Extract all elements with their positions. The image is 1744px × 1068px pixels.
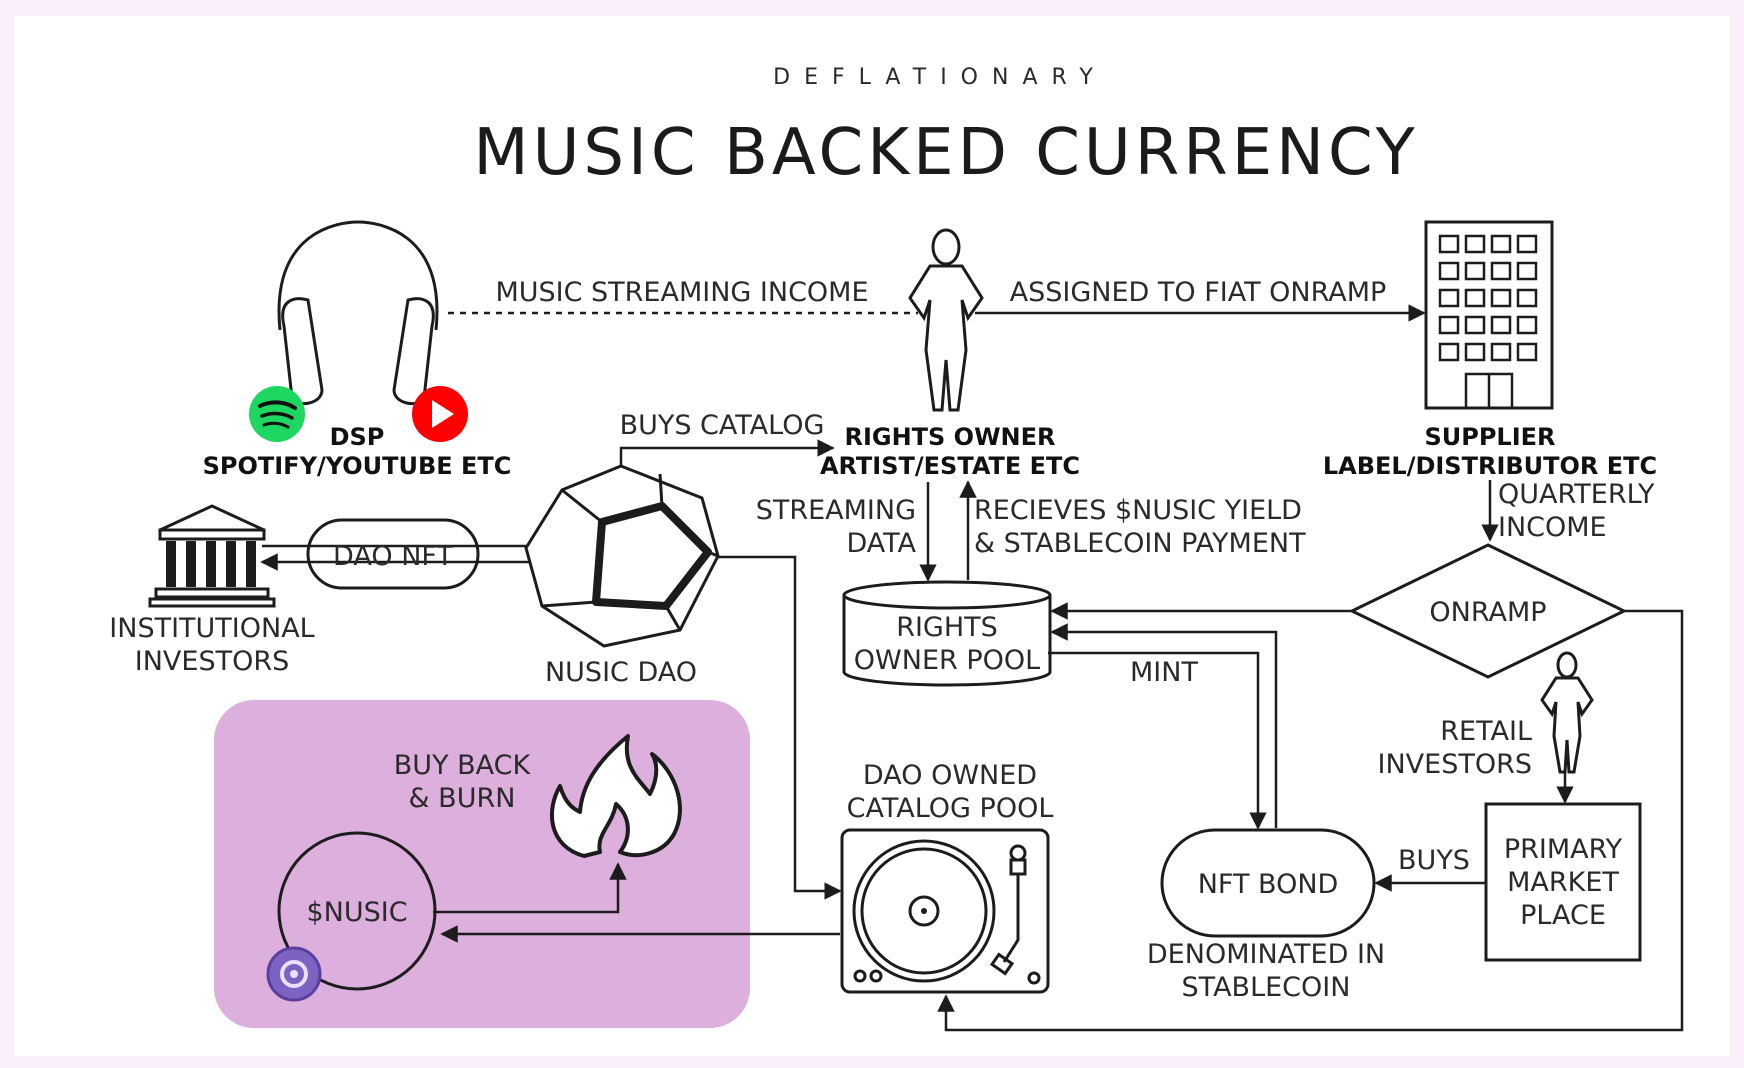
edge-label-buys-catalog: BUYS CATALOG [620, 410, 825, 441]
institutional-sublabel: INVESTORS [135, 646, 289, 677]
edge-label-payment: & STABLECOIN PAYMENT [974, 528, 1306, 559]
rights-owner-sublabel: ARTIST/ESTATE ETC [820, 452, 1080, 480]
retail-sublabel: INVESTORS [1378, 749, 1532, 780]
nusic-dao-label: NUSIC DAO [545, 657, 697, 688]
nft-bond-note-2: STABLECOIN [1182, 972, 1351, 1003]
dsp-sublabel: SPOTIFY/YOUTUBE ETC [203, 452, 512, 480]
edge-streaming-income: MUSIC STREAMING INCOME [448, 277, 918, 313]
edge-fiat-onramp: ASSIGNED TO FIAT ONRAMP [975, 277, 1424, 313]
youtube-icon [412, 386, 468, 442]
rights-owner-label: RIGHTS OWNER [844, 423, 1055, 451]
token-badge-icon [268, 948, 320, 1000]
edge-label-mint: MINT [1130, 657, 1198, 688]
primary-market-label-3: PLACE [1520, 900, 1606, 931]
burn-label-2: & BURN [409, 783, 516, 814]
primary-market-label-2: MARKET [1507, 867, 1619, 898]
retail-label: RETAIL [1440, 716, 1532, 747]
supplier-sublabel: LABEL/DISTRIBUTOR ETC [1323, 452, 1657, 480]
institutional-label: INSTITUTIONAL [109, 613, 314, 644]
onramp-label: ONRAMP [1429, 597, 1546, 628]
diagram-eyebrow: DEFLATIONARY [773, 65, 1107, 90]
nft-bond-note: DENOMINATED IN [1147, 939, 1385, 970]
edge-label-streaming: STREAMING [756, 495, 916, 526]
catalog-pool-sublabel: CATALOG POOL [847, 793, 1054, 824]
edge-label-yield: RECIEVES $NUSIC YIELD [974, 495, 1302, 526]
nft-bond-label: NFT BOND [1198, 869, 1339, 900]
rights-pool-label: RIGHTS [896, 612, 998, 643]
edge-label-streaming-income: MUSIC STREAMING INCOME [495, 277, 868, 308]
burn-label-1: BUY BACK [394, 750, 532, 781]
diagram-title: MUSIC BACKED CURRENCY [473, 116, 1418, 190]
rights-pool-sublabel: OWNER POOL [854, 645, 1040, 676]
spotify-icon [249, 386, 305, 442]
edge-label-buys: BUYS [1398, 845, 1470, 876]
dsp-label: DSP [330, 423, 385, 451]
supplier-label: SUPPLIER [1424, 423, 1555, 451]
edge-label-income: INCOME [1498, 512, 1607, 543]
edge-label-fiat-onramp: ASSIGNED TO FIAT ONRAMP [1010, 277, 1387, 308]
primary-market-label-1: PRIMARY [1504, 834, 1623, 865]
catalog-pool-label: DAO OWNED [863, 760, 1037, 791]
edge-label-quarterly: QUARTERLY [1498, 479, 1655, 510]
dao-nft-label: DAO NFT [333, 541, 453, 572]
token-label: $NUSIC [306, 897, 407, 928]
edge-label-data: DATA [846, 528, 916, 559]
